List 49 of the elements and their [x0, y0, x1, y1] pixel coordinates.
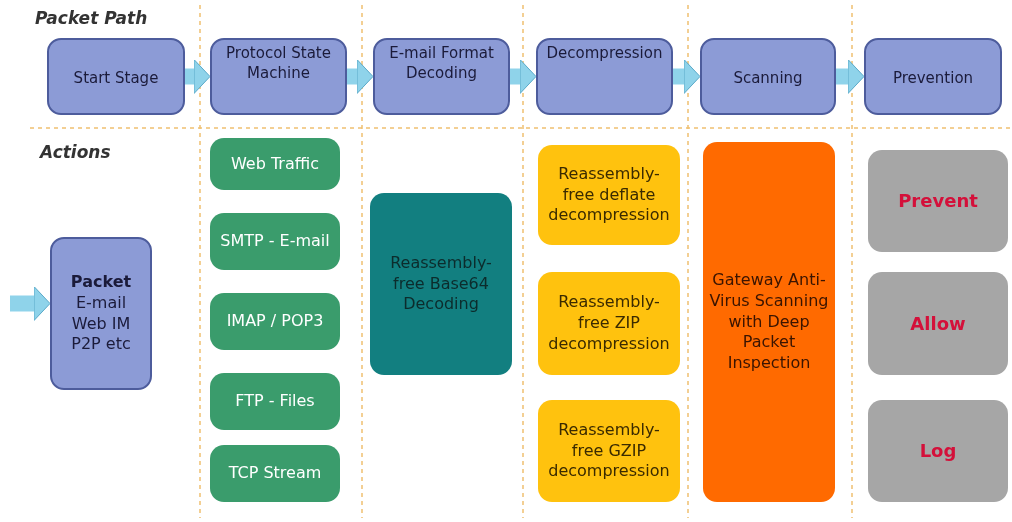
section-heading: Actions — [40, 142, 111, 162]
node-text: Reassembly-free ZIP decompression — [547, 292, 671, 355]
action-box — [868, 400, 1008, 502]
protocol-box — [210, 373, 340, 430]
node-text: Allow — [909, 311, 967, 336]
node-text: Start Stage — [72, 68, 160, 89]
protocol-box — [210, 138, 340, 190]
node-text: Web Traffic — [229, 153, 320, 175]
node-text: SMTP - E-mail — [219, 231, 331, 252]
section-heading: Packet Path — [35, 8, 148, 28]
node-text: Prevent — [897, 189, 979, 213]
protocol-box — [210, 445, 340, 502]
node-text: FTP - Files — [234, 391, 316, 412]
decoding-box — [370, 193, 512, 375]
block-arrow — [10, 286, 51, 321]
node-text: Protocol State Machine — [225, 44, 332, 83]
node-heading: Packet — [69, 271, 133, 293]
node-text: E-mail Format Decoding — [388, 44, 495, 83]
block-arrow — [510, 59, 537, 94]
stage-box — [700, 38, 836, 115]
action-box — [868, 272, 1008, 375]
stage-box — [536, 38, 673, 115]
block-arrow — [347, 59, 374, 94]
node-text: Gateway Anti-Virus Scanning with Deep Packet Inspection — [708, 270, 830, 374]
node-text: Reassembly-free Base64 Decoding — [389, 252, 493, 316]
node-text: Scanning — [732, 68, 804, 89]
protocol-box — [210, 293, 340, 350]
node-text: Decompression — [545, 44, 664, 64]
scanning-box — [703, 142, 835, 502]
block-arrow — [673, 59, 701, 94]
decompression-box — [538, 400, 680, 502]
packet-box — [50, 237, 152, 390]
node-text: Reassembly-free GZIP decompression — [547, 419, 671, 483]
stage-box — [47, 38, 185, 115]
action-box — [868, 150, 1008, 252]
node-text: IMAP / POP3 — [225, 311, 325, 332]
stage-box — [373, 38, 510, 115]
node-text: Log — [918, 439, 958, 463]
decompression-box — [538, 272, 680, 375]
block-arrow — [185, 59, 211, 94]
stage-box — [210, 38, 347, 115]
node-text: Prevention — [891, 68, 975, 89]
decompression-box — [538, 145, 680, 245]
node-text: E-mail Web IM P2P etc — [71, 292, 131, 356]
node-text: Reassembly-free deflate decompression — [547, 163, 671, 227]
node-text: TCP Stream — [227, 463, 323, 484]
protocol-box — [210, 213, 340, 270]
block-arrow — [836, 59, 865, 94]
stage-box — [864, 38, 1002, 115]
